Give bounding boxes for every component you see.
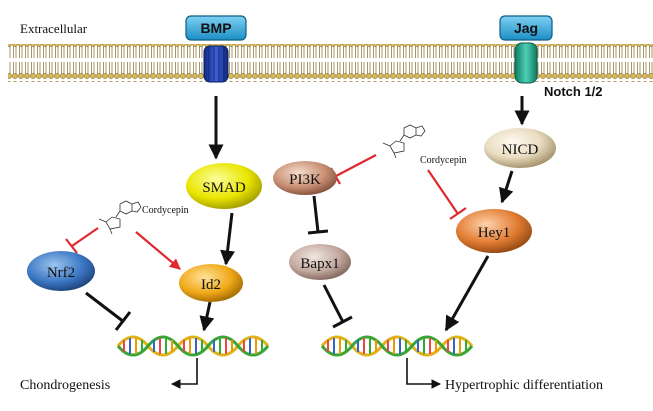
bapx1-label: Bapx1	[300, 256, 339, 272]
cordycepin-inhibit-nrf2	[65, 227, 99, 254]
cordycepin-label-left: Cordycepin	[142, 205, 189, 216]
inhibit-bapx1-to-dna	[322, 284, 353, 329]
cordycepin-inhibit-hey1	[427, 169, 467, 220]
bmp-receptor-stripes	[208, 47, 225, 81]
notch-receptor	[514, 42, 538, 84]
node-id2: Id2	[179, 264, 243, 302]
id2-label: Id2	[201, 277, 221, 293]
cordycepin-inhibit-pi3k	[330, 154, 377, 185]
dna-helix-left	[116, 335, 270, 357]
bmp-receptor	[203, 45, 229, 83]
smad-label: SMAD	[202, 180, 246, 196]
inhibit-pi3k-to-bapx1	[307, 195, 329, 235]
nrf2-label: Nrf2	[47, 265, 75, 281]
node-nicd: NICD	[484, 128, 556, 168]
node-hey1: Hey1	[456, 209, 532, 253]
extracellular-label: Extracellular	[20, 21, 88, 36]
jag-label: Jag	[514, 20, 538, 36]
pi3k-label: PI3K	[289, 172, 321, 188]
arrow-hey1-to-dna	[444, 255, 490, 332]
notch-receptor-label: Notch 1/2	[544, 84, 603, 99]
hypertrophic-label: Hypertrophic differentiation	[445, 378, 603, 393]
arrow-id2-to-dna	[199, 301, 215, 332]
node-smad: SMAD	[186, 163, 262, 209]
bmp-label: BMP	[200, 20, 231, 36]
nicd-label: NICD	[502, 142, 539, 158]
node-bapx1: Bapx1	[289, 244, 351, 280]
arrow-smad-to-id2	[220, 212, 236, 266]
cordycepin-molecule-left	[98, 200, 142, 235]
dna-helix-right	[320, 335, 474, 357]
chondrogenesis-label: Chondrogenesis	[20, 378, 110, 393]
node-pi3k: PI3K	[273, 161, 337, 195]
hey1-label: Hey1	[478, 225, 511, 241]
node-nrf2: Nrf2	[27, 251, 95, 291]
cell-membrane	[8, 44, 653, 82]
cordycepin-activate-id2	[135, 231, 181, 270]
cordycepin-label-right: Cordycepin	[420, 155, 467, 166]
arrow-to-hypertrophic	[406, 358, 441, 389]
arrow-nicd-to-hey1	[499, 170, 514, 204]
jag-ligand	[499, 15, 553, 41]
inhibit-nrf2-to-dna	[85, 291, 132, 331]
arrow-to-chondrogenesis	[171, 358, 198, 389]
cordycepin-molecule-right	[382, 124, 426, 159]
bmp-ligand	[185, 15, 247, 41]
